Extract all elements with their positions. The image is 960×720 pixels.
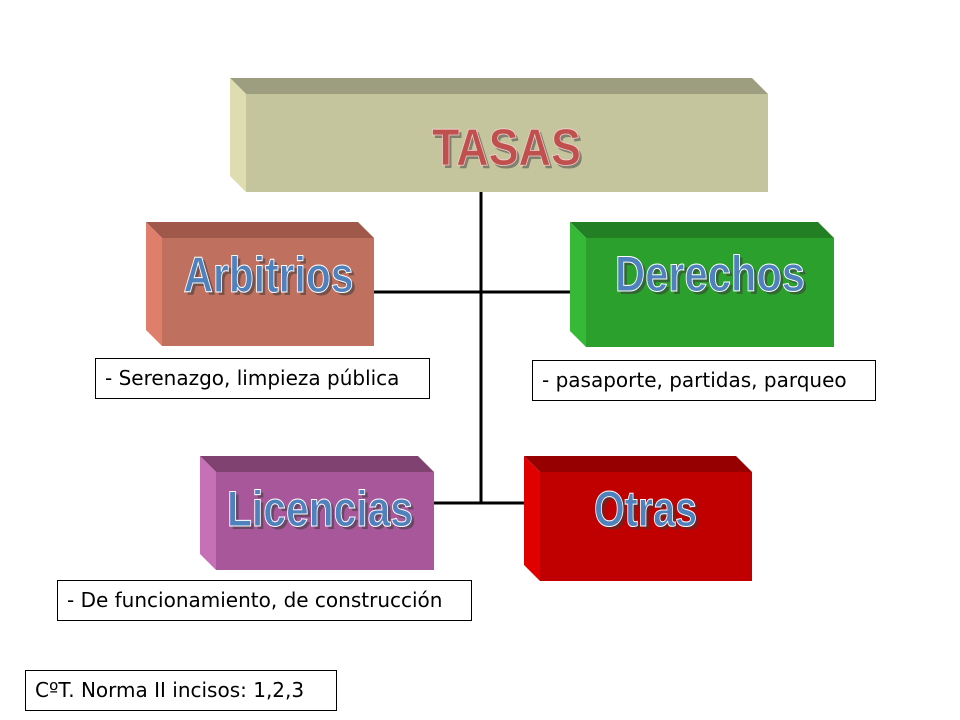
tasas-box: TASAS TASAS xyxy=(230,78,768,192)
derechos-label: Derechos xyxy=(615,246,805,302)
licencias-box-top xyxy=(200,456,434,472)
arbitrios-box: Arbitrios Arbitrios xyxy=(146,222,374,346)
otras-box: Otras Otras xyxy=(524,456,752,581)
arbitrios-label: Arbitrios xyxy=(184,247,354,303)
otras-label-shadow: Otras xyxy=(597,484,700,540)
licencias-box-side xyxy=(200,456,216,570)
arbitrios-box-top xyxy=(146,222,374,238)
connectors xyxy=(372,190,588,505)
licencias-box: Licencias Licencias xyxy=(200,456,434,570)
derechos-box-top xyxy=(570,222,834,238)
licencias-label-shadow: Licencias xyxy=(230,484,416,540)
footnote-reference: CºT. Norma II incisos: 1,2,3 xyxy=(25,670,337,711)
arbitrios-box-front xyxy=(162,238,374,346)
derechos-box: Derechos Derechos xyxy=(570,222,834,347)
licencias-description: - De funcionamiento, de construcción xyxy=(57,580,472,621)
licencias-label: Licencias xyxy=(227,481,413,537)
otras-box-front xyxy=(540,472,752,581)
derechos-box-side xyxy=(570,222,586,347)
tasas-box-side xyxy=(230,78,246,192)
tasas-label: TASAS xyxy=(432,119,581,177)
otras-label: Otras xyxy=(594,481,697,537)
derechos-label-shadow: Derechos xyxy=(618,249,808,305)
derechos-description: - pasaporte, partidas, parqueo xyxy=(532,360,876,401)
tasas-label-shadow: TASAS xyxy=(435,122,584,180)
licencias-box-front xyxy=(216,472,434,570)
otras-box-side xyxy=(524,456,540,581)
arbitrios-label-shadow: Arbitrios xyxy=(187,250,357,306)
arbitrios-description: - Serenazgo, limpieza pública xyxy=(95,358,430,399)
arbitrios-box-side xyxy=(146,222,162,346)
otras-box-top xyxy=(524,456,752,472)
tasas-box-front xyxy=(246,94,768,192)
derechos-box-front xyxy=(586,238,834,347)
tasas-box-top xyxy=(230,78,768,94)
